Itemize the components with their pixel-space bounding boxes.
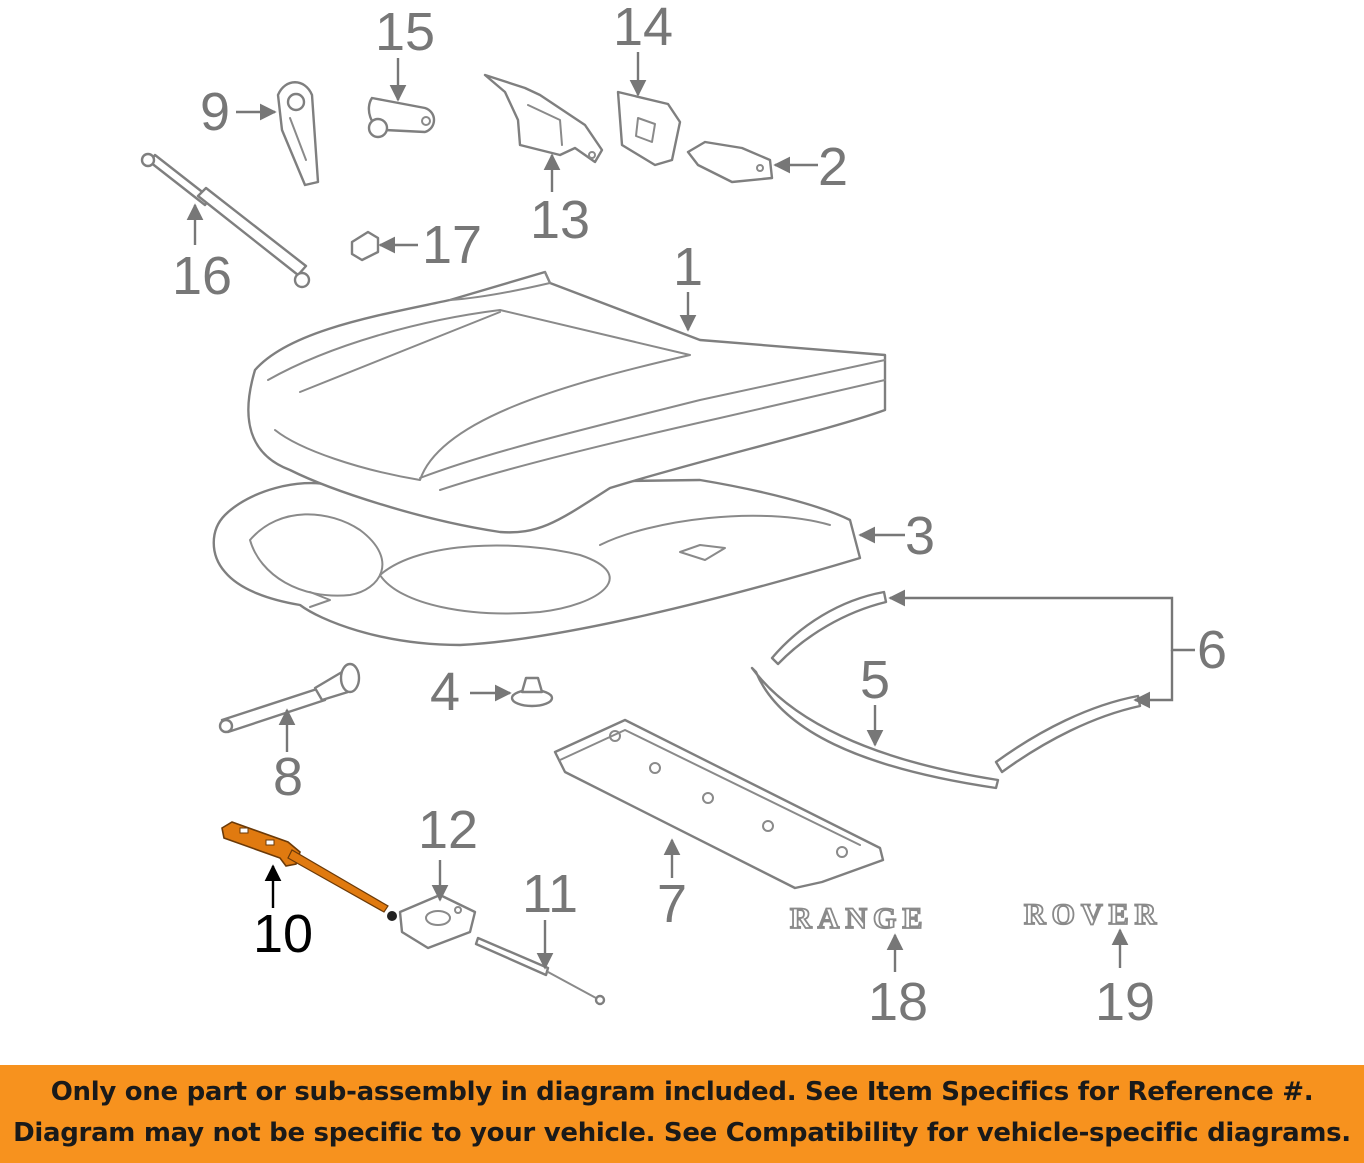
callout-15: 15 (375, 2, 435, 62)
part-9-bracket (276, 81, 320, 187)
leader-lines (186, 52, 1195, 972)
callout-17: 17 (422, 215, 482, 275)
callout-5: 5 (860, 650, 890, 710)
part-17-clip (350, 230, 380, 262)
part-3-hood-insulator (212, 478, 862, 647)
disclaimer-banner: Only one part or sub-assembly in diagram… (0, 1065, 1364, 1163)
callout-1: 1 (673, 237, 703, 297)
callout-12: 12 (418, 800, 478, 860)
callout-2: 2 (818, 137, 848, 197)
part-15-latch-actuator (367, 96, 436, 139)
part-6-seal-pieces (770, 590, 1142, 774)
callout-10: 10 (253, 904, 313, 964)
callout-11: 11 (522, 864, 578, 924)
callout-16: 16 (172, 246, 232, 306)
part-13-hinge (483, 73, 604, 164)
callout-19: 19 (1095, 972, 1155, 1032)
rover-badge-text: ROVER (1024, 898, 1162, 931)
part-14-module (616, 90, 682, 167)
callout-13: 13 (530, 190, 590, 250)
hood-parts-diagram: RANGE ROVER 1 2 3 4 5 6 7 8 9 (140, 0, 1227, 1032)
disclaimer-line-1: Only one part or sub-assembly in diagram… (50, 1077, 1314, 1107)
part-18-range-badge: RANGE (789, 901, 928, 936)
callout-numbers: 1 2 3 4 5 6 7 8 9 10 11 12 13 14 15 16 1… (172, 0, 1227, 1032)
part-4-bumper (510, 676, 554, 708)
range-badge-text: RANGE (790, 902, 928, 935)
part-19-rover-badge: ROVER (1023, 897, 1162, 932)
callout-14: 14 (613, 0, 673, 57)
callout-8: 8 (273, 747, 303, 807)
part-10-release-cable (221, 821, 397, 921)
callout-18: 18 (868, 972, 928, 1032)
part-5-seal-strip (750, 666, 1000, 790)
part-7-seal-panel (553, 718, 885, 890)
part-11-cable (474, 936, 606, 1006)
callout-7: 7 (657, 874, 687, 934)
part-2-latch-bracket (686, 140, 774, 184)
callout-9: 9 (200, 82, 230, 142)
callout-6: 6 (1197, 620, 1227, 680)
callout-4: 4 (430, 662, 460, 722)
callout-3: 3 (905, 506, 935, 566)
part-1-hood-panel (247, 270, 887, 534)
part-8-prop-rod (218, 662, 361, 734)
disclaimer-line-2: Diagram may not be specific to your vehi… (13, 1118, 1351, 1148)
part-16-gas-strut (140, 152, 311, 289)
part-12-release-handle (398, 893, 477, 950)
